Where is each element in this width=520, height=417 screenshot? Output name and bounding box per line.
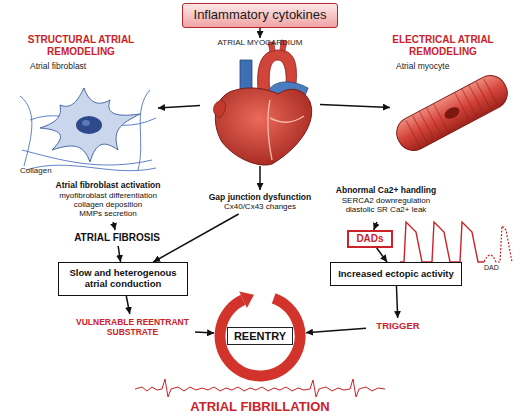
sarcomere-striation bbox=[405, 77, 499, 148]
cycle-arc bbox=[220, 298, 300, 376]
flow-arrow bbox=[259, 28, 261, 38]
node-text: Abnormal Ca2+ handling bbox=[336, 186, 436, 196]
node-text: ATRIAL MYOCARDIUM bbox=[218, 38, 303, 47]
flow-arrow bbox=[320, 104, 390, 107]
cell-nucleus bbox=[443, 105, 462, 121]
node-text: REENTRY bbox=[227, 327, 293, 346]
node-text: Atrial fibroblast bbox=[30, 62, 86, 72]
part-label: DAD bbox=[484, 264, 514, 272]
cause-box: Inflammatory cytokines bbox=[182, 3, 338, 28]
myocyte-cell bbox=[391, 70, 513, 156]
node-text: Atrial fibroblast activation bbox=[56, 181, 161, 191]
flow-arrow bbox=[374, 222, 377, 230]
section-title: ELECTRICAL ATRIAL REMODELING bbox=[368, 34, 518, 57]
node-text: ATRIAL FIBRILLATION bbox=[190, 400, 329, 415]
flow-arrow bbox=[118, 246, 120, 262]
node-text: diastolic SR Ca2+ leak bbox=[346, 205, 427, 214]
dad-trace bbox=[484, 226, 512, 262]
node-text: Increased ectopic activity bbox=[338, 269, 454, 280]
flow-arrow bbox=[153, 214, 238, 262]
process-text: Atrial fibroblast activationmyofibroblas… bbox=[36, 178, 180, 222]
outcome-text: ATRIAL FIBROSIS bbox=[62, 230, 172, 246]
cycle-arrowhead bbox=[239, 292, 254, 308]
node-text: DADs bbox=[356, 233, 383, 245]
node-text: VULNERABLE REENTRANT SUBSTRATE bbox=[72, 318, 193, 338]
process-box: Increased ectopic activity bbox=[330, 262, 462, 286]
flow-arrow bbox=[113, 222, 115, 230]
action-potential-trace bbox=[400, 222, 484, 262]
flow-arrow bbox=[126, 296, 129, 314]
node-text: myofibroblast differentiation bbox=[59, 191, 157, 200]
ecg-trace bbox=[135, 379, 385, 397]
heart-body bbox=[215, 88, 311, 165]
node-text: ATRIAL FIBROSIS bbox=[74, 232, 160, 244]
cell-illustration: Atrial fibroblast bbox=[18, 62, 158, 162]
outcome-text: VULNERABLE REENTRANT SUBSTRATE bbox=[70, 314, 195, 342]
node-text: Slow and heterogenous atrial conduction bbox=[61, 268, 185, 290]
flow-arrow bbox=[377, 248, 387, 262]
node-text: SERCA2 downregulation bbox=[342, 196, 431, 205]
process-text: Abnormal Ca2+ handlingSERCA2 downregulat… bbox=[316, 178, 456, 222]
cell-nucleus bbox=[76, 116, 102, 134]
node-text: collagen deposition bbox=[74, 200, 143, 209]
flow-arrow bbox=[195, 332, 214, 333]
node-text: Cx40/Cx43 changes bbox=[224, 202, 296, 211]
node-text: Atrial myocyte bbox=[396, 62, 449, 72]
organ-label: ATRIAL MYOCARDIUM bbox=[200, 38, 320, 166]
node-text: MMPs secretion bbox=[79, 209, 136, 218]
outcome-text: TRIGGER bbox=[366, 318, 430, 334]
coronary-vessel bbox=[268, 100, 304, 160]
myocyte-illustration bbox=[391, 70, 513, 156]
process-text: Gap junction dysfunctionCx40/Cx43 change… bbox=[195, 190, 325, 214]
flow-arrow bbox=[396, 286, 397, 318]
flow-arrow bbox=[306, 328, 366, 332]
node-text: Inflammatory cytokines bbox=[194, 8, 327, 23]
heart-illustration bbox=[213, 40, 311, 165]
node-text: Gap junction dysfunction bbox=[209, 193, 311, 203]
fibroblast-illustration bbox=[20, 88, 156, 171]
reentry-circle: REENTRY bbox=[212, 288, 308, 384]
mechanism-box: DADs bbox=[347, 230, 393, 248]
part-label: Collagen bbox=[20, 166, 80, 175]
flow-arrow bbox=[158, 105, 200, 107]
cell-illustration: Atrial myocyte bbox=[390, 62, 515, 158]
node-text: TRIGGER bbox=[376, 321, 419, 332]
outcome-title: ATRIAL FIBRILLATION bbox=[150, 399, 370, 416]
nucleolus bbox=[82, 120, 90, 126]
process-box: Slow and heterogenous atrial conduction bbox=[58, 262, 188, 296]
atrial-appendage bbox=[213, 100, 225, 118]
section-title: STRUCTURAL ATRIAL REMODELING bbox=[6, 34, 156, 57]
fibroblast-cell bbox=[40, 88, 140, 162]
flow-arrow bbox=[259, 166, 261, 190]
